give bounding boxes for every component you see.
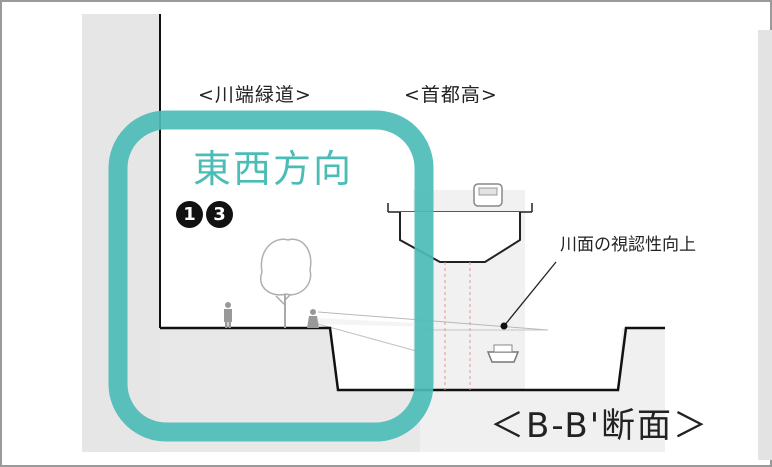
river-profile-line [160,326,665,392]
label-kawabata-greenway: <川端緑道> [198,84,312,106]
tree-icon [259,238,312,328]
annotation-dot [500,322,508,330]
right-edge-band [758,30,772,460]
person-icon [224,302,232,328]
annotation-leader [503,261,557,327]
person-icon [307,309,319,328]
highlight-frame [108,110,434,442]
label-shutoko-expressway: <首都高> [404,84,498,106]
number-badge-3: 3 [206,201,233,228]
label-river-visibility: 川面の視認性向上 [560,235,696,255]
number-badge-1: 1 [176,201,203,228]
badge-group: 1 3 [176,201,233,228]
label-section-title: ＜B-B'断面＞ [490,406,710,446]
label-direction: 東西方向 [193,147,354,191]
boat-icon [486,344,520,363]
left-bank-ground [160,328,420,452]
car-icon [473,183,503,207]
sightline-bottom [317,323,421,353]
